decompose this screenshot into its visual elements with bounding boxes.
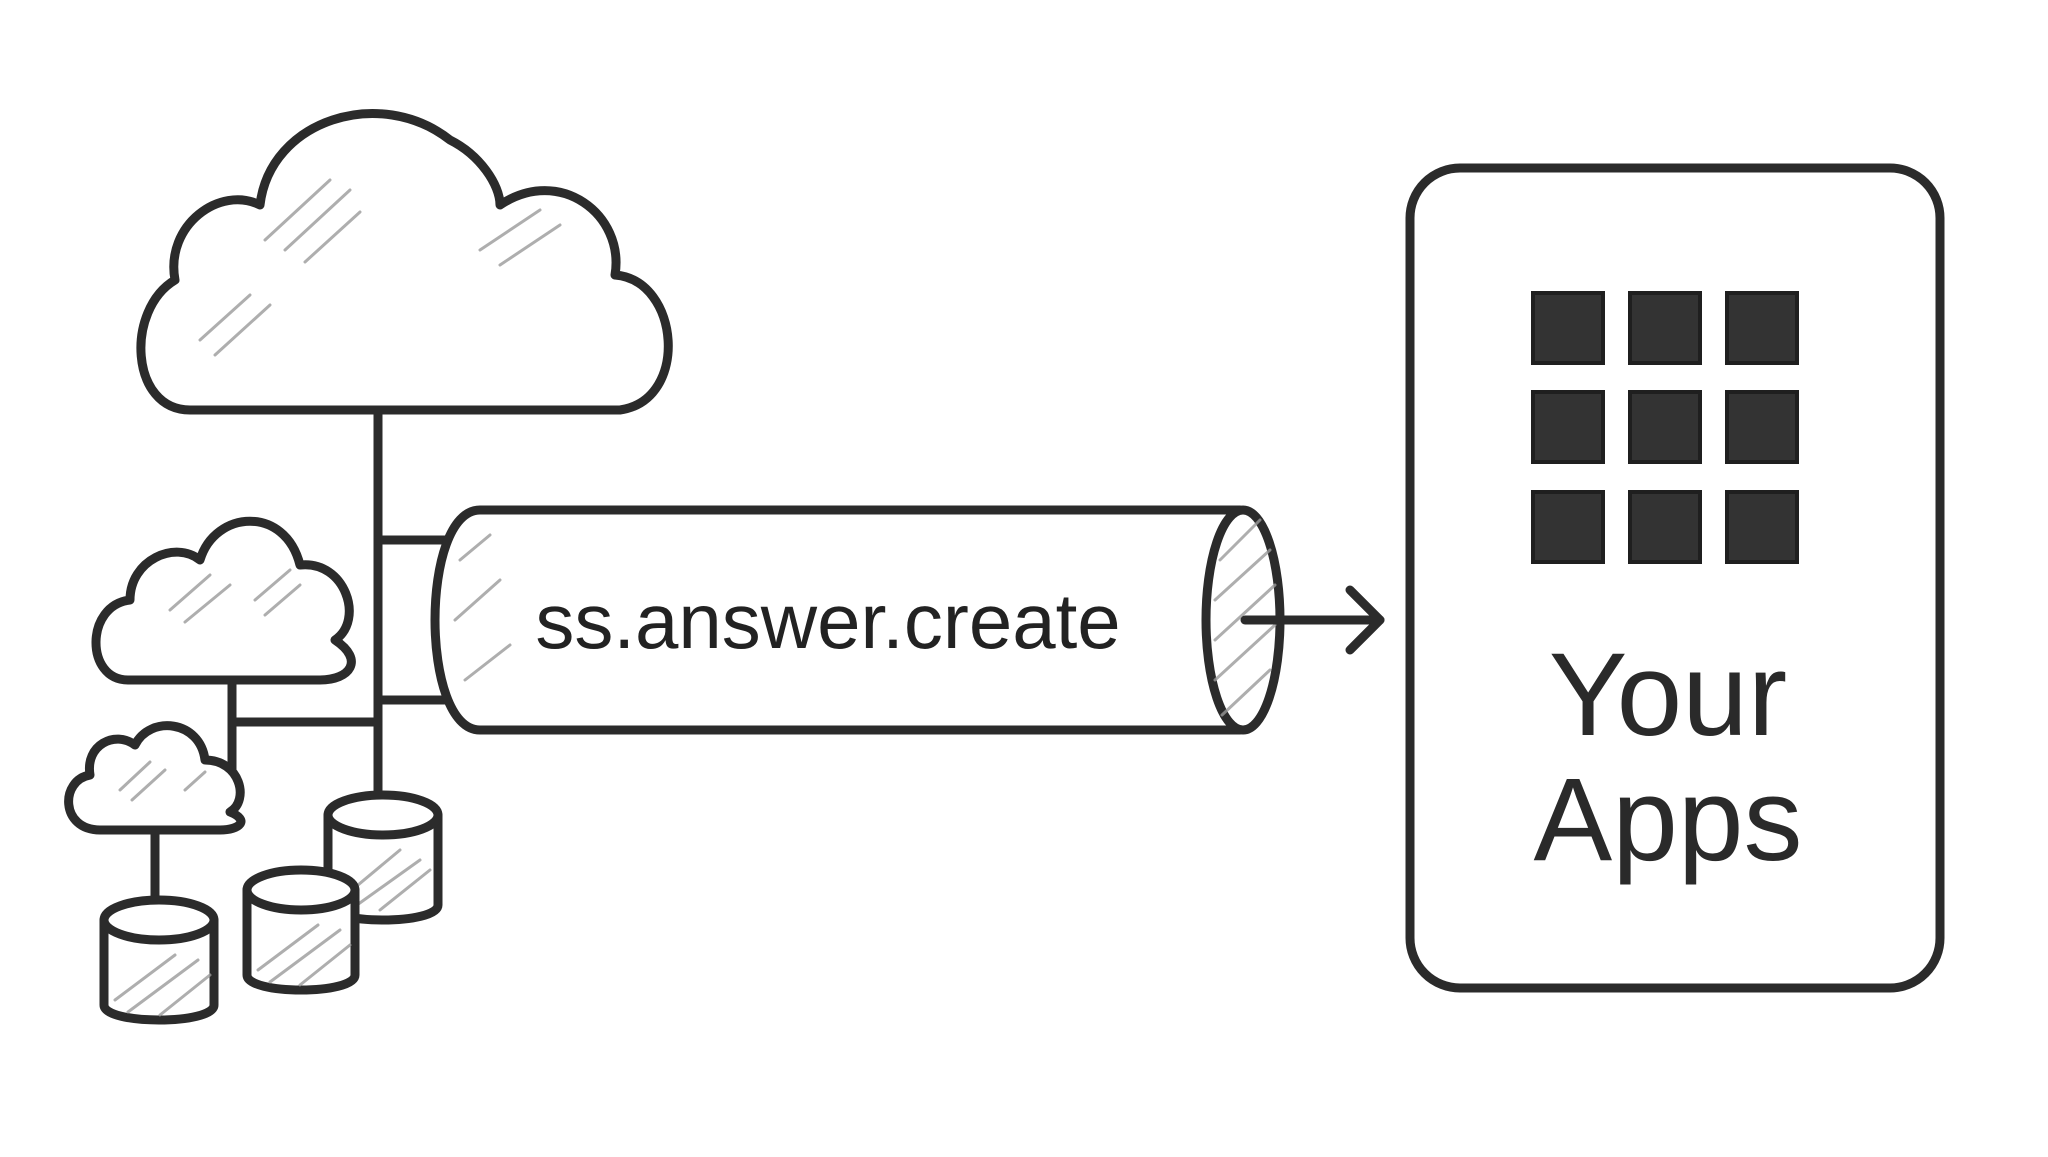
apps-label-line2: Apps (1534, 754, 1803, 886)
cloud-icon (64, 721, 246, 835)
app-tile (1628, 291, 1702, 365)
database-icon (99, 895, 219, 1025)
app-tile (1628, 390, 1702, 464)
app-tile (1531, 291, 1605, 365)
cloud-icon (91, 516, 356, 685)
app-tile (1725, 390, 1799, 464)
source-connectors (150, 405, 455, 905)
app-tile (1628, 490, 1702, 564)
database-icon (242, 865, 360, 995)
apps-label-line1: Your (1549, 629, 1787, 761)
arrow-right-icon (1240, 585, 1385, 655)
app-tile (1725, 291, 1799, 365)
cloud-icon (136, 109, 673, 415)
api-pipe: ss.answer.create (430, 505, 1285, 735)
app-tile (1531, 490, 1605, 564)
pipe-label: ss.answer.create (535, 577, 1120, 665)
database-icon (323, 790, 443, 925)
app-tile (1725, 490, 1799, 564)
app-tile (1531, 390, 1605, 464)
app-grid-icon (1531, 291, 1799, 564)
apps-panel: Your Apps (1405, 163, 1945, 993)
